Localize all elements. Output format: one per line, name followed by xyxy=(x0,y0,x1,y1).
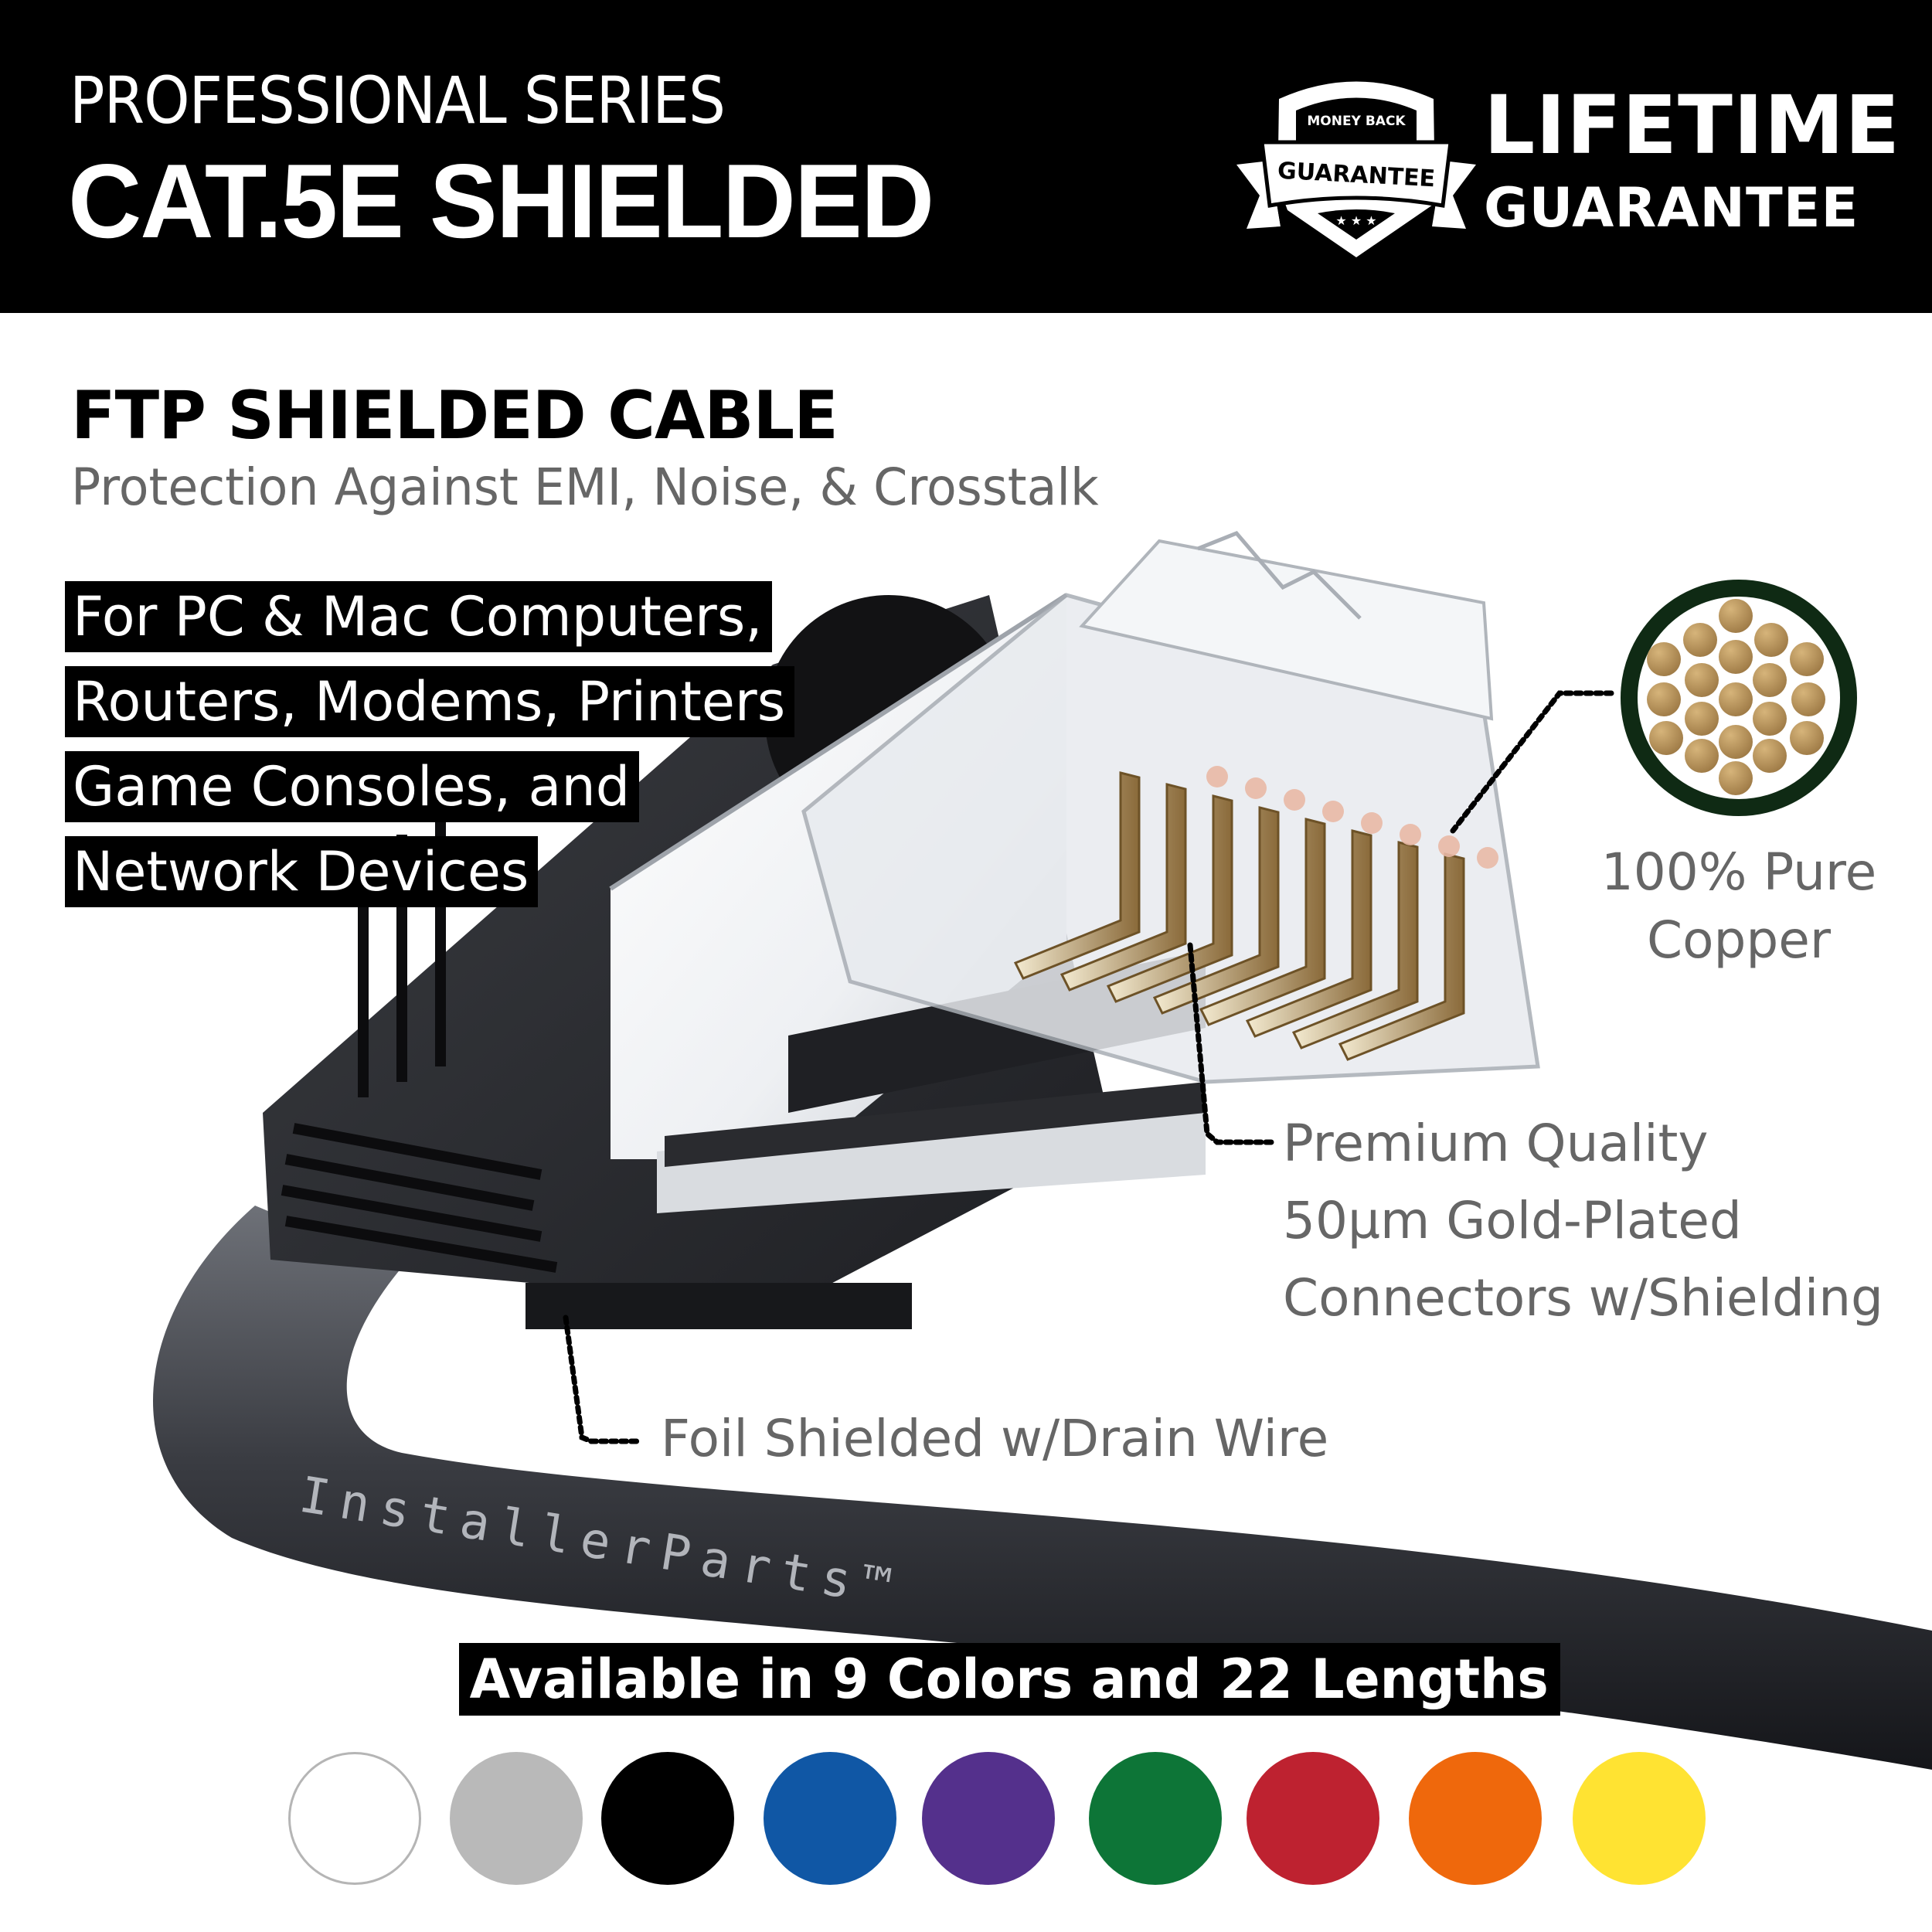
connector-leader-line xyxy=(1187,942,1274,1145)
badge-top-text: MONEY BACK xyxy=(1307,114,1406,129)
series-label: PROFESSIONAL SERIES xyxy=(70,63,726,138)
color-swatch-green[interactable] xyxy=(1089,1752,1222,1885)
connector-callout-line1: Premium Quality xyxy=(1283,1114,1709,1173)
color-swatch-red[interactable] xyxy=(1247,1752,1379,1885)
header-banner: PROFESSIONAL SERIES CAT.5E SHIELDED MONE… xyxy=(0,0,1932,313)
copper-callout-line1: 100% Pure xyxy=(1600,842,1877,902)
color-swatch-yellow[interactable] xyxy=(1573,1752,1706,1885)
compatibility-item: Network Devices xyxy=(65,836,539,907)
connector-callout-line2: 50µm Gold-Plated xyxy=(1283,1191,1742,1250)
color-swatch-white[interactable] xyxy=(288,1752,421,1885)
compatibility-item: For PC & Mac Computers, xyxy=(65,581,772,652)
color-swatch-black[interactable] xyxy=(601,1752,734,1885)
badge-stars-icon: ★ ★ ★ xyxy=(1335,213,1376,228)
copper-callout: 100% Pure Copper xyxy=(1577,838,1901,975)
lifetime-guarantee: LIFETIME GUARANTEE xyxy=(1484,85,1900,235)
foil-callout-line1: Foil Shielded w/Drain Wire xyxy=(661,1409,1329,1468)
copper-strand-cross-section-icon xyxy=(1621,580,1857,816)
product-title: CAT.5E SHIELDED xyxy=(68,142,934,260)
compatibility-item: Routers, Modems, Printers xyxy=(65,666,795,737)
copper-callout-line2: Copper xyxy=(1647,910,1831,970)
color-swatch-orange[interactable] xyxy=(1409,1752,1542,1885)
foil-callout: Foil Shielded w/Drain Wire xyxy=(661,1400,1328,1478)
lifetime-label: LIFETIME xyxy=(1484,78,1901,172)
section-title: FTP SHIELDED CABLE xyxy=(71,377,838,454)
foil-leader-line xyxy=(563,1315,641,1444)
connector-callout: Premium Quality 50µm Gold-Plated Connect… xyxy=(1283,1105,1883,1337)
availability-banner: Available in 9 Colors and 22 Lengths xyxy=(459,1643,1561,1716)
compatibility-item: Game Consoles, and xyxy=(65,751,640,822)
color-swatch-blue[interactable] xyxy=(764,1752,896,1885)
color-swatch-gray[interactable] xyxy=(450,1752,583,1885)
section-subtitle: Protection Against EMI, Noise, & Crossta… xyxy=(71,457,1099,517)
color-swatch-purple[interactable] xyxy=(922,1752,1055,1885)
guarantee-label: GUARANTEE xyxy=(1484,176,1859,240)
money-back-guarantee-badge-icon: MONEY BACK GUARANTEE ★ ★ ★ xyxy=(1236,81,1476,257)
copper-leader-line xyxy=(1450,690,1614,834)
connector-callout-line3: Connectors w/Shielding xyxy=(1283,1268,1883,1328)
